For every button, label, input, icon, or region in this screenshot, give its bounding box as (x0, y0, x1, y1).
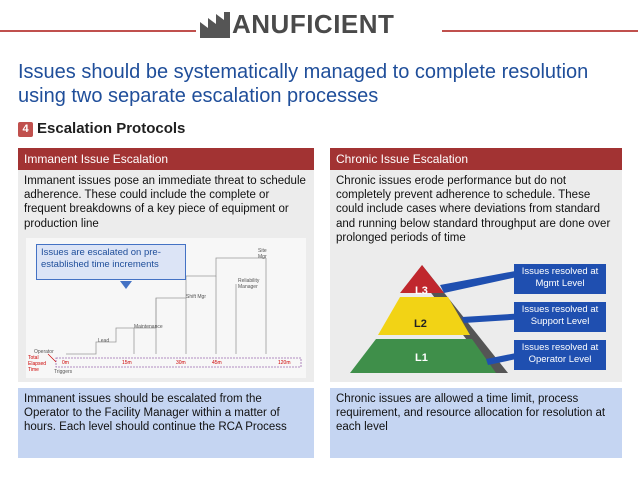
slide-title: Issues should be systematically managed … (18, 61, 589, 107)
escalation-callout: Issues are escalated on pre-established … (36, 244, 186, 280)
time-120m: 120m (278, 360, 291, 366)
callout-pointer (120, 281, 132, 289)
time-0m: 0m (62, 360, 69, 366)
pyramid-tier-l3 (400, 265, 444, 293)
time-30m: 30m (176, 360, 186, 366)
pyramid-tier-l1 (350, 339, 496, 373)
chronic-panel-footer: Chronic issues are allowed a time limit,… (330, 388, 622, 458)
support-level-box: Issues resolved at Support Level (514, 302, 606, 332)
factory-icon (200, 12, 230, 38)
section-subtitle: Escalation Protocols (37, 120, 186, 137)
reliability-manager-label: Reliability Manager (238, 278, 260, 290)
connector-l2 (462, 313, 526, 323)
time-45m: 45m (212, 360, 222, 366)
immanent-panel-heading: Immanent Issue Escalation (18, 148, 314, 170)
tier-l2-label: L2 (414, 318, 427, 330)
chronic-panel-heading: Chronic Issue Escalation (330, 148, 622, 170)
pyramid-tier-l2 (378, 297, 470, 335)
immanent-description: Immanent issues pose an immediate threat… (24, 175, 306, 230)
time-15m: 15m (122, 360, 132, 366)
logo-text: ANUFICIENT (232, 9, 395, 39)
total-elapsed-label: Total Elapsed Time (28, 355, 47, 373)
tier-l1-label: L1 (415, 352, 428, 364)
shift-mgr-label: Shift Mgr (186, 294, 207, 300)
company-logo: ANUFICIENT (196, 8, 442, 42)
immanent-panel-footer: Immanent issues should be escalated from… (18, 388, 314, 458)
site-mgr-label: Site Mgr (258, 248, 267, 260)
maintenance-label: Maintenance (134, 324, 163, 330)
triggers-label: Triggers (54, 369, 73, 375)
timeline-svg (47, 257, 302, 368)
tier-l3-label: L3 (415, 285, 428, 297)
operator-label: Operator (34, 349, 54, 355)
resolution-pyramid (350, 265, 526, 373)
mgmt-level-box: Issues resolved at Mgmt Level (514, 264, 606, 294)
operator-level-box: Issues resolved at Operator Level (514, 340, 606, 370)
connector-l3 (440, 269, 526, 293)
chronic-description: Chronic issues erode performance but do … (336, 175, 611, 244)
section-number-badge: 4 (18, 122, 33, 137)
lead-label: Lead (98, 338, 110, 344)
